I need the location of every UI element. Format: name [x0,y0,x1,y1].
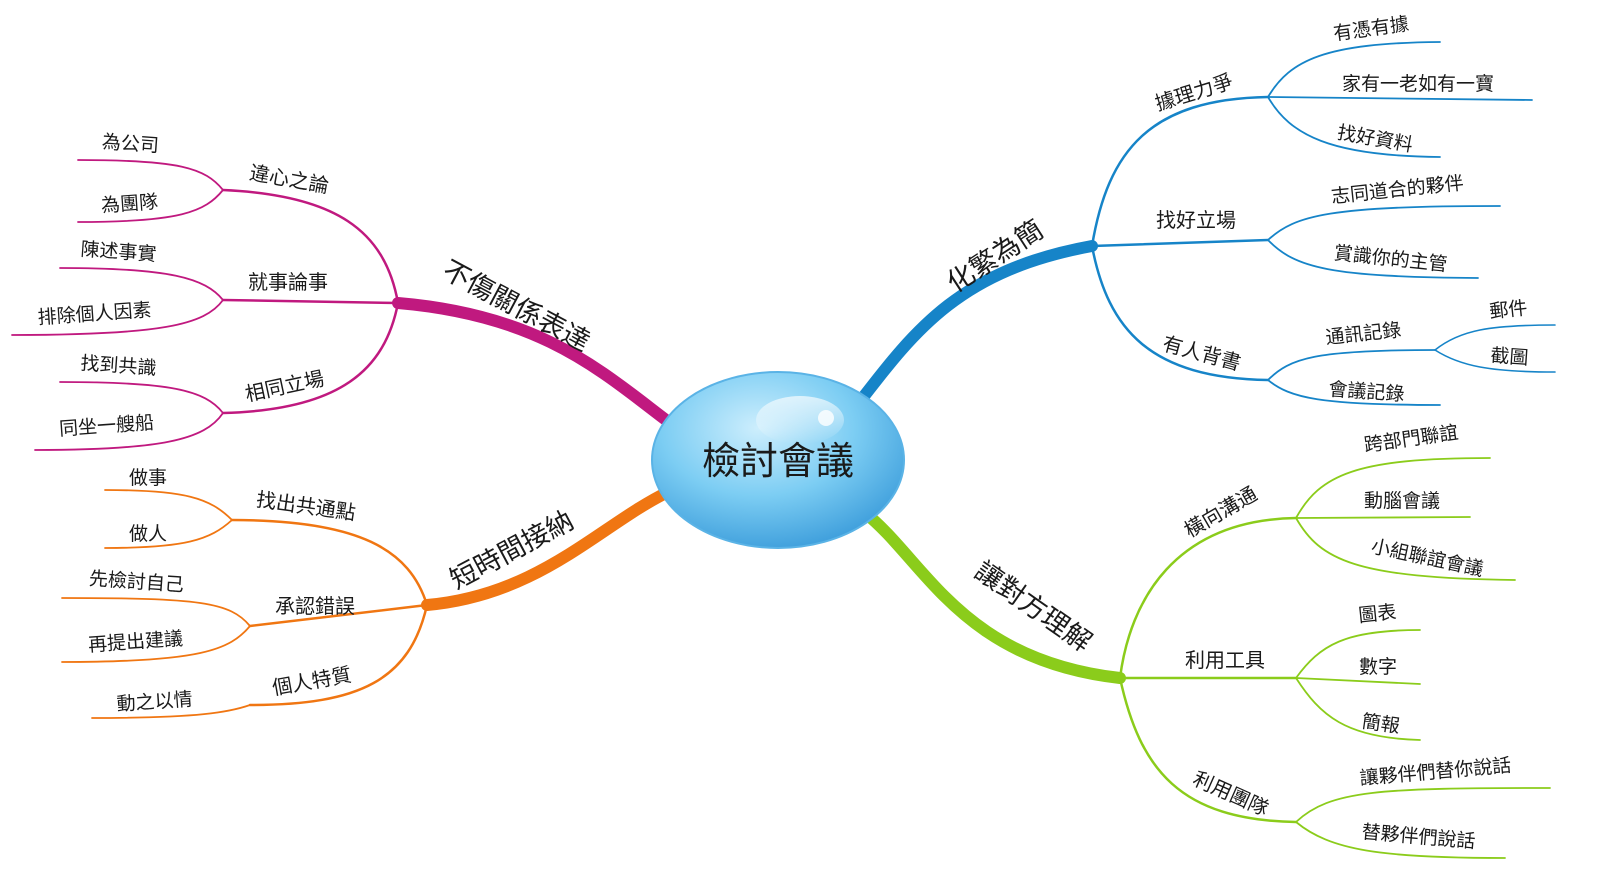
leaf-label[interactable]: 簡報 [1360,711,1401,738]
subtopic-label[interactable]: 找出共通點 [255,487,357,525]
leaf-edge [59,267,224,301]
branch-edge-green [858,506,1126,684]
subtopic-edge [221,301,400,415]
leaf-edge [104,489,233,521]
leaf-edge [1295,517,1516,581]
subtopic-label[interactable]: 有人背書 [1160,331,1243,375]
leaf-edge [1295,629,1421,679]
leaf-edge [1295,821,1506,859]
leaf-edge [1267,96,1533,101]
leaf-label[interactable]: 找好資料 [1336,122,1415,157]
leaf-edge [1295,457,1491,519]
leaf-label[interactable]: 小組聯誼會議 [1369,536,1485,581]
central-bubble-gloss [818,410,834,426]
leaf-label[interactable]: 讓夥伴們替你說話 [1359,754,1512,789]
leaf-edge [59,381,224,414]
subtopic-edge [221,188,400,305]
leaf-edge [91,704,251,719]
subtopic-edge [1090,244,1270,382]
leaf-label[interactable]: 志同道合的夥伴 [1330,172,1465,208]
subtopic-edge [248,603,429,707]
leaf-label[interactable]: 找到共識 [80,352,157,379]
leaf-edge [1295,787,1551,823]
leaf-edge [104,519,233,549]
leaf-edge [34,412,224,451]
leaf-label[interactable]: 通訊記錄 [1324,319,1402,349]
subtopic-edge [248,603,429,628]
leaf-label[interactable]: 做事 [129,467,167,489]
leaf-edge [1267,349,1436,381]
leaf-edge [61,597,251,627]
connector-lines [11,41,1556,859]
leaf-edge [1267,96,1441,158]
leaf-edge [1267,41,1441,98]
leaf-label[interactable]: 陳述事實 [80,238,157,265]
leaf-label[interactable]: 再提出建議 [87,628,183,657]
subtopic-edge [1118,516,1298,680]
leaf-edge [1295,516,1471,519]
leaf-edge [1295,677,1421,685]
leaf-edge [1434,349,1556,373]
subtopic-edge [1090,238,1270,248]
leaf-label[interactable]: 圖表 [1357,601,1397,627]
branch-edge-pink [392,297,672,426]
subtopic-label[interactable]: 就事論事 [248,270,328,294]
leaf-label[interactable]: 做人 [129,523,167,545]
leaf-edge [77,159,224,191]
leaf-label[interactable]: 動之以情 [116,688,193,715]
subtopic-edge [230,518,429,607]
leaf-label[interactable]: 同坐一艘船 [58,412,154,441]
leaf-edge [11,299,224,336]
leaf-label[interactable]: 賞識你的主管 [1333,242,1449,276]
leaf-label[interactable]: 跨部門聯誼 [1363,422,1460,457]
branch-edge-orange [421,486,674,611]
subtopic-label[interactable]: 利用工具 [1185,648,1265,672]
leaf-label[interactable]: 先檢討自己 [88,568,184,597]
subtopic-label[interactable]: 個人特質 [270,662,353,700]
leaf-edge [61,625,251,663]
leaf-label[interactable]: 數字 [1359,656,1397,678]
leaf-edge [1267,239,1479,279]
leaf-label[interactable]: 為團隊 [100,191,158,217]
leaf-edge [1267,205,1501,241]
leaf-label[interactable]: 家有一老如有一寶 [1342,73,1494,95]
leaf-label[interactable]: 動腦會議 [1364,490,1440,512]
subtopic-edge [1090,95,1270,248]
subtopic-edge [221,298,400,305]
subtopic-label[interactable]: 找好立場 [1156,208,1236,232]
leaf-label[interactable]: 會議記錄 [1328,378,1405,405]
leaf-edge [1295,677,1421,741]
branch-edge-blue [852,240,1098,410]
central-bubble-highlight [756,396,844,444]
leaf-label[interactable]: 為公司 [101,131,159,157]
leaf-label[interactable]: 郵件 [1488,297,1528,323]
leaf-label[interactable]: 有憑有據 [1332,13,1410,45]
central-topic-label: 檢討會議 [702,439,854,483]
subtopic-edge [1118,676,1298,824]
leaf-edge [1434,324,1556,351]
leaf-edge [77,189,224,223]
subtopic-label[interactable]: 承認錯誤 [275,594,355,618]
leaf-label[interactable]: 替夥伴們說話 [1361,821,1476,853]
central-topic[interactable]: 檢討會議 [651,371,905,549]
leaf-edge [1267,379,1441,406]
leaf-label[interactable]: 排除個人因素 [37,299,152,329]
branch-label[interactable]: 讓對方理解 [969,556,1097,659]
leaf-label[interactable]: 截圖 [1490,345,1529,370]
